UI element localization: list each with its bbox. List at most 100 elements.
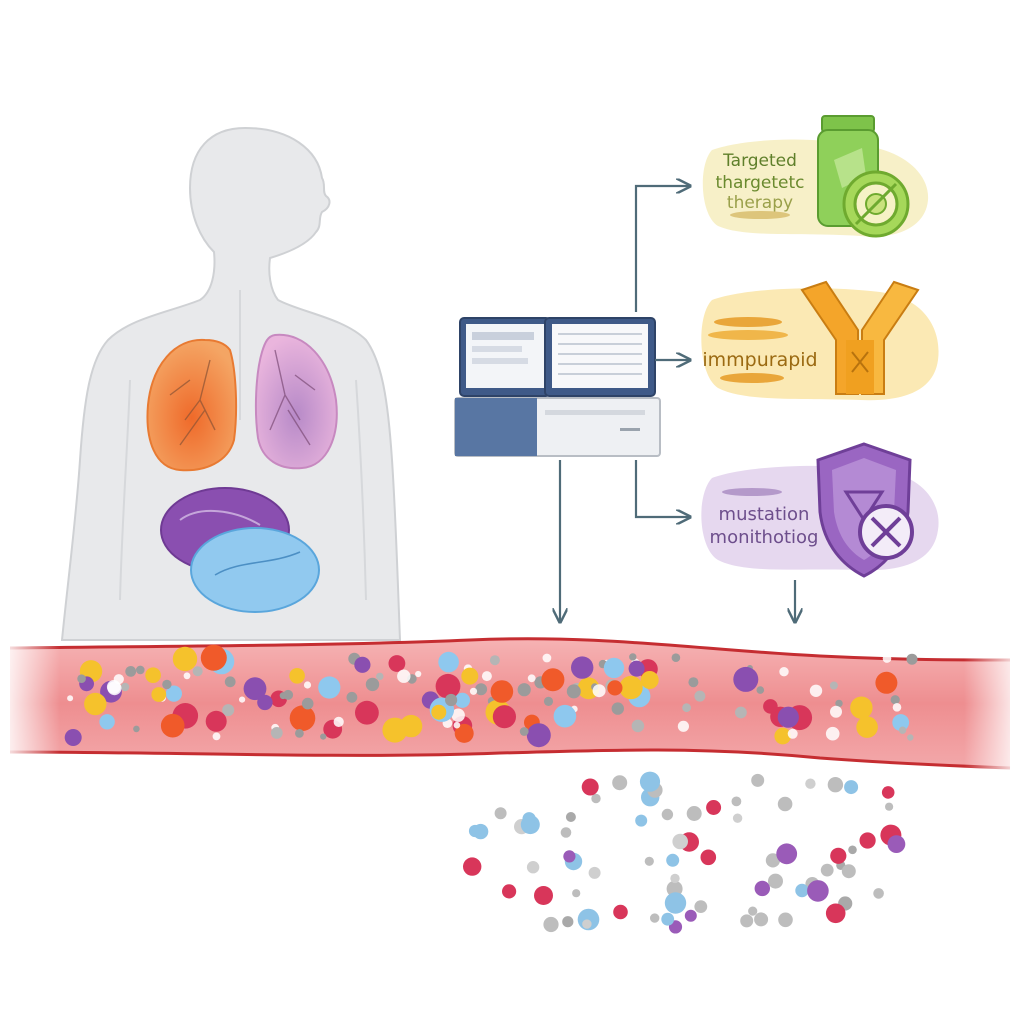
free-particle (706, 800, 722, 815)
free-particle (650, 913, 660, 923)
blood-particle (809, 684, 823, 697)
blood-particle (172, 646, 198, 672)
blood-particle (629, 653, 637, 661)
free-particle (582, 919, 592, 929)
blood-particle (125, 666, 137, 677)
blood-particle (519, 727, 529, 736)
blood-particle (571, 656, 594, 679)
free-particle (666, 853, 680, 867)
blood-particle (136, 665, 145, 675)
blood-particle (825, 726, 840, 741)
blood-particle (671, 653, 681, 662)
blood-particle (592, 684, 606, 698)
blood-particle (289, 668, 305, 684)
dna-icon (858, 504, 914, 560)
blood-particle (279, 692, 287, 700)
free-particle (795, 883, 809, 898)
blood-particle (200, 644, 227, 671)
free-particle (765, 853, 781, 868)
blood-particle (454, 692, 470, 708)
free-particle (664, 892, 687, 914)
free-particle (751, 773, 765, 787)
blood-particle (303, 681, 312, 689)
free-particle (777, 796, 793, 812)
free-particle (748, 906, 758, 916)
blood-particle (553, 704, 577, 728)
blood-particle (454, 723, 474, 743)
blood-particle (527, 674, 536, 683)
blood-particle (875, 671, 898, 694)
blood-particle (289, 705, 316, 731)
free-particle (825, 903, 846, 924)
blood-particle (318, 676, 341, 699)
free-particle (887, 835, 906, 853)
blood-particle (906, 653, 918, 665)
blood-particle (898, 726, 907, 734)
blood-particle (162, 679, 172, 690)
free-particle (526, 861, 540, 874)
cfdna-particles (463, 771, 906, 934)
free-particle (644, 856, 654, 866)
blood-particle (566, 684, 581, 699)
blood-particle (333, 716, 344, 728)
blood-particle (145, 667, 161, 683)
blood-particle (603, 657, 625, 679)
blood-particle (365, 677, 380, 692)
free-particle (588, 866, 601, 879)
antibody-icon (800, 280, 920, 395)
blood-particle (777, 706, 799, 728)
blood-particle (830, 705, 842, 718)
blood-particle (388, 655, 406, 672)
free-particle (778, 912, 793, 928)
mutation-line1-label: mustation (719, 504, 810, 525)
blood-particle (475, 683, 488, 696)
blood-particle (526, 723, 551, 748)
free-particle (572, 889, 581, 898)
free-particle (565, 812, 576, 822)
free-particle (805, 778, 816, 789)
free-particle (859, 832, 876, 849)
free-particle (612, 775, 628, 791)
blood-particle (151, 687, 167, 702)
targeted-line2-label: thargetetc (716, 173, 805, 193)
blood-particle (67, 695, 74, 702)
free-particle (670, 873, 680, 884)
blood-particle (295, 729, 304, 738)
blood-particle (376, 672, 384, 681)
blood-particle (543, 696, 554, 707)
free-particle (463, 857, 482, 876)
blood-particle (243, 677, 267, 701)
blood-particle (445, 693, 458, 707)
blood-particle (892, 714, 910, 731)
blood-particle (542, 653, 552, 663)
free-particle (635, 814, 648, 827)
free-particle (581, 778, 599, 796)
blood-particle (355, 700, 379, 725)
free-particle (686, 806, 702, 821)
free-particle (700, 849, 717, 866)
free-particle (740, 914, 754, 928)
free-particle (694, 900, 708, 913)
lung-icon (146, 333, 338, 472)
free-particle (820, 863, 834, 877)
blood-particle (453, 721, 461, 729)
blood-particle (517, 683, 531, 697)
blood-particle (890, 695, 900, 705)
blood-particle (611, 702, 624, 715)
blood-particle (490, 680, 514, 703)
blood-particle (492, 705, 516, 729)
flow-arrows (560, 186, 795, 622)
blood-particle (628, 660, 645, 677)
free-particle (562, 916, 574, 928)
vessel-particles (64, 644, 918, 748)
blood-particle (735, 706, 747, 719)
immuno-label: immpurapid (702, 349, 817, 371)
blood-particle (541, 668, 565, 692)
blood-particle (607, 680, 623, 696)
targeted-line1-label: Targeted (722, 151, 797, 171)
blood-particle (99, 714, 115, 730)
blood-particle (64, 729, 82, 746)
blood-particle (688, 677, 699, 688)
blood-particle (835, 699, 843, 708)
mutation-line2-label: monithotiog (710, 527, 819, 548)
